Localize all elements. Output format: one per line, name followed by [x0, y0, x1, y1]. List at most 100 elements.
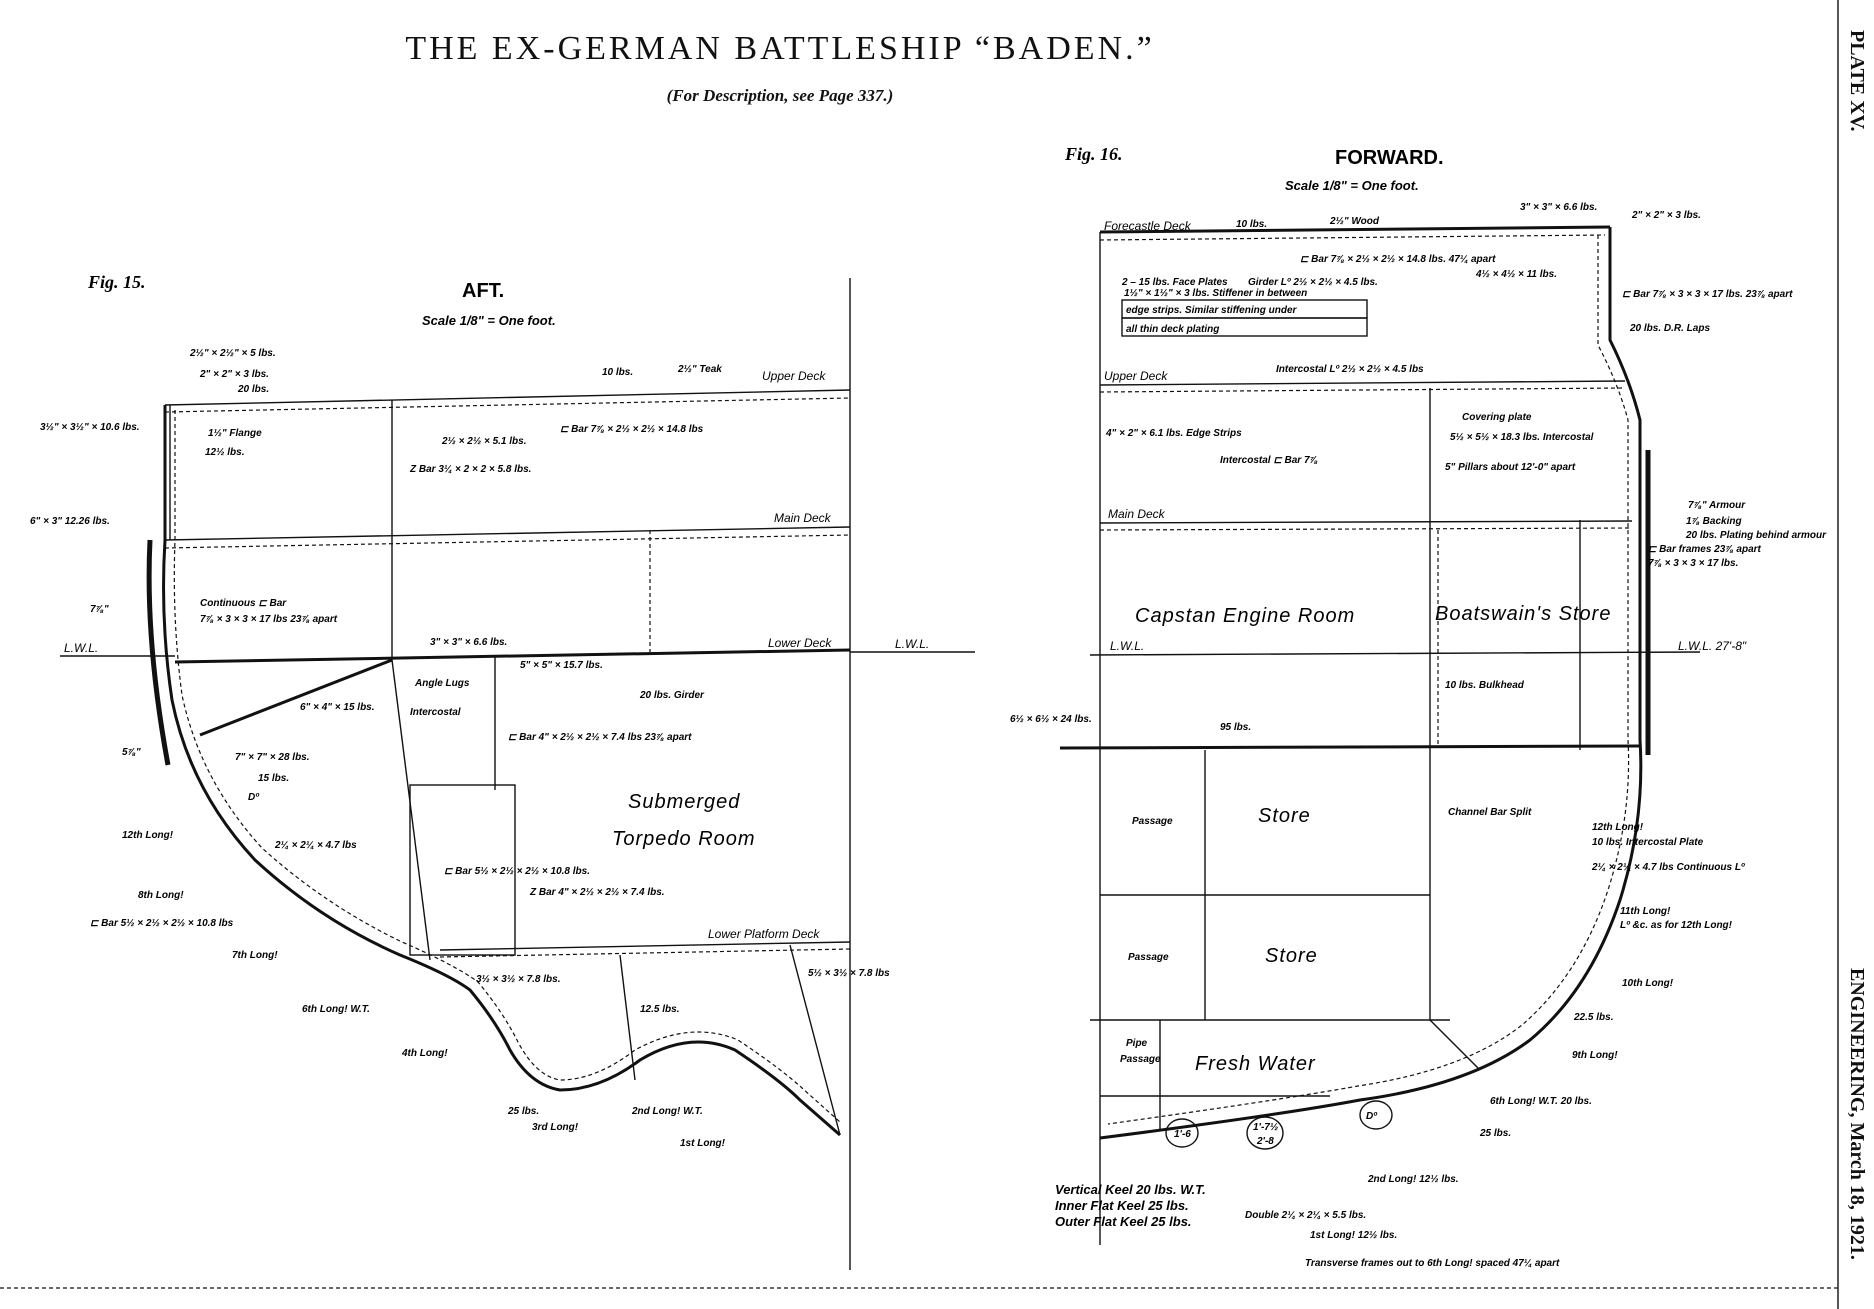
- fig16-label-9: 20 lbs. D.R. Laps: [1629, 323, 1710, 334]
- fig15-lower-platform-beam: [439, 948, 851, 958]
- fig16-room-passage-2: Passage: [1128, 952, 1169, 963]
- fig15-label-35: ⊏ Bar 4" × 2½ × 2½ × 7.4 lbs 23⅞ apart: [508, 732, 692, 743]
- fig15-label-27: ⊏ Bar 5½ × 2½ × 2½ × 10.8 lbs: [90, 918, 234, 929]
- fig16-note-line2: edge strips. Similar stiffening under: [1126, 305, 1298, 316]
- fig16-note-line1: 1½" × 1½" × 3 lbs. Stiffener in between: [1124, 288, 1307, 299]
- fig16-longitudinal-6: [1429, 1019, 1481, 1071]
- fig16-label-37: 25 lbs.: [1479, 1128, 1511, 1139]
- fig16-label-35: 1st Long! 12½ lbs.: [1310, 1230, 1397, 1241]
- fig15-strut-3: [619, 954, 636, 1081]
- fig15-label-1: 2" × 2" × 3 lbs.: [199, 369, 269, 380]
- fig15-label-37: ⊏ Bar 5½ × 2½ × 2½ × 10.8 lbs.: [444, 866, 590, 877]
- fig15-label-41: Dº: [248, 792, 260, 803]
- fig15-label-7: 12½ lbs.: [205, 447, 244, 458]
- fig16-label-41: Dº: [1366, 1111, 1378, 1122]
- fig16-platform-deck: [1059, 744, 1641, 750]
- fig16-label-4: ⊏ Bar 7⅞ × 2½ × 2½ × 14.8 lbs. 47¼ apart: [1300, 254, 1496, 265]
- fig16-footnote: Transverse frames out to 6th Long! space…: [1305, 1258, 1560, 1269]
- fig15-label-30: 4th Long!: [401, 1048, 448, 1059]
- fig15-label-19: Angle Lugs: [414, 678, 470, 689]
- fig16-label-5: 4½ × 4½ × 11 lbs.: [1475, 269, 1557, 280]
- fig16-label-31: 9th Long!: [1572, 1050, 1618, 1061]
- fig15-scale: Scale 1/8" = One foot.: [422, 313, 556, 328]
- fig16-lwl-right: L.W.L. 27'-8": [1678, 639, 1747, 653]
- fig16-room-passage-1: Passage: [1132, 816, 1173, 827]
- fig16-room-pipe-2: Passage: [1120, 1054, 1161, 1065]
- fig16-label: Fig. 16.: [1064, 144, 1123, 164]
- fig15-label-2: 20 lbs.: [237, 384, 269, 395]
- fig16-label-19: ⊏ Bar frames 23⅞ apart: [1648, 544, 1762, 555]
- fig15-strut-1: [391, 659, 431, 961]
- fig15-label-25: 2¼ × 2¼ × 4.7 lbs: [274, 840, 357, 851]
- fig16-forecastle-beam: [1099, 234, 1606, 241]
- fig16-dim-circle-3: [1359, 1100, 1393, 1130]
- fig15-upper-deck-beam: [164, 397, 851, 413]
- fig16-upper-deck-line: [1099, 380, 1626, 386]
- fig16-room-boatswain: Boatswain's Store: [1435, 603, 1611, 625]
- fig16-label-16: 7⅞" Armour: [1688, 500, 1746, 511]
- fig16-label-18: 20 lbs. Plating behind armour: [1685, 530, 1827, 541]
- fig15-label-36: Z Bar 4" × 2½ × 2½ × 7.4 lbs.: [529, 887, 665, 898]
- fig15-label-38: 3½ × 3½ × 7.8 lbs.: [476, 974, 561, 985]
- fig16-label-40: 2'-8: [1256, 1136, 1274, 1147]
- fig15-label-22: 15 lbs.: [258, 773, 289, 784]
- fig16-upper-deck-beam: [1099, 387, 1626, 393]
- fig15-armour-belt: [146, 539, 171, 766]
- fig16-label-7: Girder Lº 2½ × 2½ × 4.5 lbs.: [1248, 277, 1378, 288]
- fig15-upper-deck-line: [164, 389, 851, 406]
- fig15-main-deck-beam: [164, 534, 851, 549]
- fig16-room-fresh-water: Fresh Water: [1195, 1053, 1316, 1075]
- fig15-main-deck-label: Main Deck: [774, 511, 832, 525]
- fig15-label-13: Continuous ⊏ Bar: [200, 598, 287, 609]
- fig15-label-5: 3½" × 3½" × 10.6 lbs.: [40, 422, 140, 433]
- fig16-label-27: 2¼ × 2¼ × 4.7 lbs Continuous Lº: [1591, 862, 1746, 873]
- fig16-dim-circle-1: [1165, 1118, 1199, 1148]
- fig16-label-14: Intercostal ⊏ Bar 7⅞: [1220, 455, 1318, 466]
- fig15-label-21: 7" × 7" × 28 lbs.: [235, 752, 310, 763]
- fig15-label-11: 6" × 3" 12.26 lbs.: [30, 516, 110, 527]
- fig16-main-deck-line: [1099, 520, 1633, 524]
- fig16-label-15: 5" Pillars about 12'-0" apart: [1445, 462, 1576, 473]
- fig15-label-20: Intercostal: [410, 707, 461, 718]
- fig15-heading: AFT.: [462, 280, 504, 302]
- plate-subtitle: (For Description, see Page 337.): [666, 86, 894, 105]
- fig15-upper-deck-label: Upper Deck: [762, 369, 826, 383]
- fig15-lower-deck-label: Lower Deck: [768, 636, 832, 650]
- fig16-keel-inner: Inner Flat Keel 25 lbs.: [1055, 1198, 1189, 1213]
- fig16-label-1: 2½" Wood: [1329, 216, 1380, 227]
- fig15-room-torpedo: Torpedo Room: [612, 828, 756, 850]
- fig16-hull-inner: [1107, 235, 1630, 1125]
- fig15-label-12: 7⅞": [90, 604, 109, 615]
- fig15-label-33: 1st Long!: [680, 1138, 726, 1149]
- fig16-dim-circle-2: [1246, 1116, 1284, 1150]
- fig15-label-17: 20 lbs. Girder: [639, 690, 705, 701]
- fig15-label-16: 5" × 5" × 15.7 lbs.: [520, 660, 603, 671]
- fig15-label-39: 12.5 lbs.: [640, 1004, 679, 1015]
- fig15-label-8: 2½ × 2½ × 5.1 lbs.: [441, 436, 527, 447]
- fig15-label-3: 10 lbs.: [602, 367, 633, 378]
- fig15-label-4: 2½" Teak: [677, 364, 722, 375]
- fig15-label-6: 1½" Flange: [208, 428, 262, 439]
- fig15-label-31: 3rd Long!: [532, 1122, 579, 1133]
- plate-title: THE EX-GERMAN BATTLESHIP “BADEN.”: [405, 30, 1155, 67]
- fig16-label-0: 10 lbs.: [1236, 219, 1267, 230]
- fig15-label-0: 2½" × 2½" × 5 lbs.: [189, 348, 276, 359]
- fig15-lower-platform-label: Lower Platform Deck: [708, 927, 820, 941]
- fig15-drawing: Fig. 15. AFT. Scale 1/8" = One foot. Upp…: [30, 272, 975, 1270]
- fig16-label-39: 1'-7½: [1253, 1122, 1278, 1133]
- fig16-label-26: 10 lbs. Intercostal Plate: [1592, 837, 1704, 848]
- fig15-hull-outline: [162, 405, 841, 1137]
- fig16-label-20: 7⅞ × 3 × 3 × 17 lbs.: [1648, 558, 1738, 569]
- fig16-label-23: 95 lbs.: [1220, 722, 1251, 733]
- fig16-main-deck-label: Main Deck: [1108, 507, 1166, 521]
- fig15-label-24: 12th Long!: [122, 830, 174, 841]
- fig15-lower-platform-line: [439, 941, 851, 951]
- fig15-label-10: Z Bar 3¼ × 2 × 2 × 5.8 lbs.: [409, 464, 531, 475]
- fig16-room-pipe-1: Pipe: [1126, 1038, 1148, 1049]
- fig16-label-28: 11th Long!: [1620, 906, 1671, 917]
- fig16-lwl-left: L.W.L.: [1110, 639, 1144, 653]
- fig16-label-34: Double 2¼ × 2¼ × 5.5 lbs.: [1245, 1210, 1366, 1221]
- fig15-hull-inner: [173, 410, 841, 1123]
